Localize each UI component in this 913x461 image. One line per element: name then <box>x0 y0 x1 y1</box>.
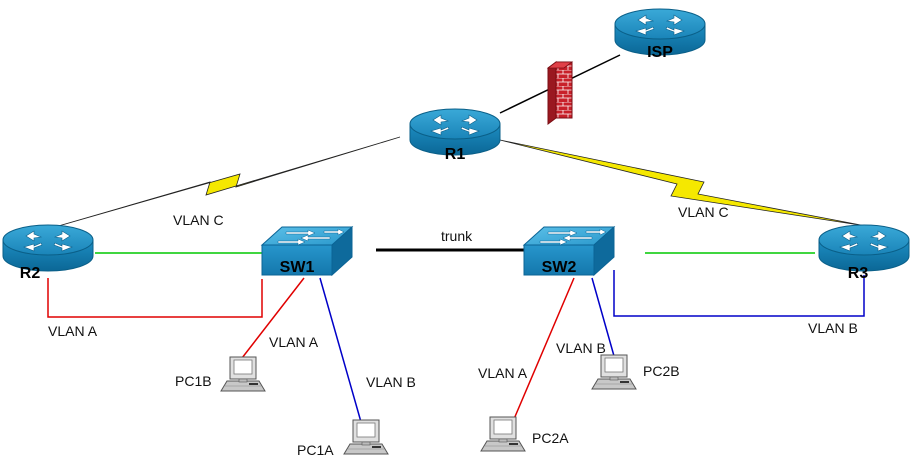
pc2a-label: PC2A <box>532 430 569 446</box>
pc-icon <box>480 416 526 452</box>
r1-label: R1 <box>445 146 466 163</box>
label-vlan-a-pc2a: VLAN A <box>478 365 528 381</box>
link-sw2-pc2b <box>591 277 615 357</box>
link-sw1-pc1b <box>241 277 305 359</box>
firewall-icon[interactable] <box>546 61 574 125</box>
router-r3[interactable]: R3 <box>818 224 910 282</box>
pc1b-label: PC1B <box>175 373 212 389</box>
pc1a-label: PC1A <box>297 442 334 458</box>
router-isp[interactable]: ISP <box>614 8 706 61</box>
router-r2[interactable]: R2 <box>2 224 94 282</box>
label-vlan-a-r2: VLAN A <box>48 323 98 339</box>
serial-link-r1-r2 <box>47 136 401 230</box>
router-icon <box>2 224 94 272</box>
sw1-label: SW1 <box>280 259 315 276</box>
label-trunk: trunk <box>441 228 473 244</box>
label-vlan-b-pc2b: VLAN B <box>556 340 606 356</box>
label-vlan-b-r3: VLAN B <box>808 320 858 336</box>
pc-pc1a[interactable] <box>343 419 389 455</box>
label-vlan-b-pc1a: VLAN B <box>366 374 416 390</box>
switch-sw1[interactable]: SW1 <box>261 226 353 276</box>
switch-sw2[interactable]: SW2 <box>523 226 615 276</box>
pc-pc1b[interactable] <box>220 356 266 392</box>
isp-label: ISP <box>647 44 673 61</box>
pc-icon <box>591 354 637 390</box>
link-r2-sw1-vlan-a <box>47 278 263 318</box>
r3-label: R3 <box>848 265 869 282</box>
label-vlan-a-pc1b: VLAN A <box>269 334 319 350</box>
pc-icon <box>343 419 389 455</box>
r2-label: R2 <box>20 265 41 282</box>
link-sw2-r3-vlan-b <box>613 270 865 317</box>
link-sw2-pc2a <box>513 277 575 420</box>
pc-pc2b[interactable] <box>591 354 637 390</box>
label-vlan-c-right: VLAN C <box>678 204 729 220</box>
pc-icon <box>220 356 266 392</box>
router-r1[interactable]: R1 <box>409 108 501 163</box>
label-vlan-c-left: VLAN C <box>173 212 224 228</box>
link-sw1-pc1a <box>319 277 362 423</box>
pc-pc2a[interactable] <box>480 416 526 452</box>
sw2-label: SW2 <box>542 259 577 276</box>
pc2b-label: PC2B <box>643 363 680 379</box>
